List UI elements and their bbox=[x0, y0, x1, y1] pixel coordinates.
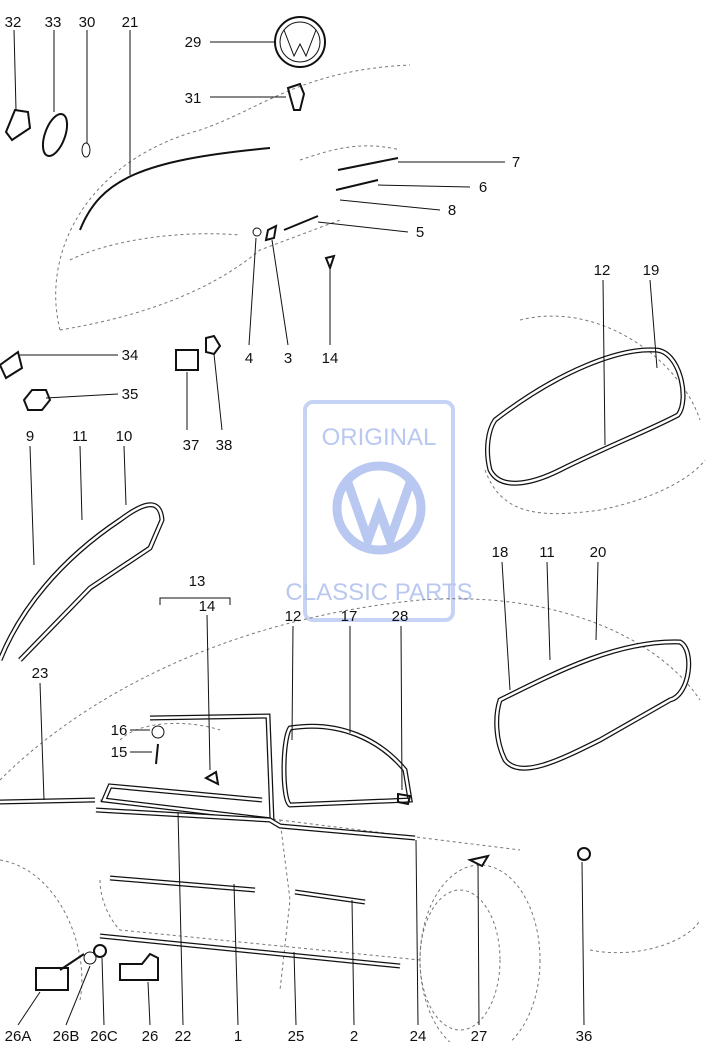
parts bbox=[0, 16, 692, 991]
part-30 bbox=[81, 142, 91, 158]
callout-38: 38 bbox=[216, 437, 233, 454]
callout-26: 26 bbox=[142, 1028, 159, 1042]
callout-26C: 26C bbox=[90, 1028, 118, 1042]
part-37 bbox=[175, 349, 199, 371]
callout-35: 35 bbox=[122, 386, 139, 403]
callout-32: 32 bbox=[5, 14, 22, 31]
callout-31: 31 bbox=[185, 90, 202, 107]
callout-11: 11 bbox=[72, 428, 88, 445]
leader-lines bbox=[13, 29, 658, 1026]
callout-labels: 32 33 30 21 29 31 7 6 8 5 4 3 14 12 19 3… bbox=[5, 14, 660, 1042]
vw-logo-icon bbox=[332, 461, 426, 555]
callout-22: 22 bbox=[175, 1028, 192, 1042]
callout-19: 19 bbox=[643, 262, 660, 279]
part-26A bbox=[35, 967, 69, 991]
callout-21: 21 bbox=[122, 14, 139, 31]
callout-8: 8 bbox=[448, 202, 456, 219]
watermark: ORIGINAL CLASSIC PARTS bbox=[285, 400, 473, 622]
callout-11b: 11 bbox=[539, 544, 555, 561]
callout-6: 6 bbox=[479, 179, 487, 196]
callout-3: 3 bbox=[284, 350, 292, 367]
callout-1: 1 bbox=[234, 1028, 242, 1042]
callout-12b: 12 bbox=[285, 608, 302, 625]
callout-15: 15 bbox=[111, 744, 128, 761]
part-19-seal bbox=[485, 347, 686, 486]
part-35 bbox=[22, 389, 52, 411]
callout-36: 36 bbox=[576, 1028, 593, 1042]
callout-33: 33 bbox=[45, 14, 62, 31]
callout-20: 20 bbox=[590, 544, 607, 561]
part-32 bbox=[4, 108, 32, 142]
callout-30: 30 bbox=[79, 14, 96, 31]
part-38 bbox=[205, 334, 222, 356]
callout-28: 28 bbox=[392, 608, 409, 625]
part-29-vw-emblem bbox=[274, 16, 326, 68]
callout-18: 18 bbox=[492, 544, 509, 561]
callout-26A: 26A bbox=[5, 1028, 32, 1042]
callout-14b: 14 bbox=[199, 598, 216, 615]
part-26 bbox=[119, 952, 159, 981]
callout-13: 13 bbox=[189, 573, 206, 590]
callout-16: 16 bbox=[111, 722, 128, 739]
callout-27: 27 bbox=[471, 1028, 488, 1042]
callout-4: 4 bbox=[245, 350, 253, 367]
watermark-bottom-text: CLASSIC PARTS bbox=[285, 579, 472, 606]
callout-34: 34 bbox=[122, 347, 139, 364]
callout-10: 10 bbox=[116, 428, 133, 445]
callout-7: 7 bbox=[512, 154, 520, 171]
callout-29: 29 bbox=[185, 34, 202, 51]
callout-14: 14 bbox=[322, 350, 339, 367]
part-21 bbox=[79, 147, 271, 231]
callout-5: 5 bbox=[416, 224, 424, 241]
callout-26B: 26B bbox=[53, 1028, 80, 1042]
callout-37: 37 bbox=[183, 437, 200, 454]
callout-9: 9 bbox=[26, 428, 34, 445]
part-33 bbox=[41, 113, 69, 157]
callout-12: 12 bbox=[594, 262, 611, 279]
watermark-top-text: ORIGINAL bbox=[322, 424, 437, 451]
callout-23: 23 bbox=[32, 665, 49, 682]
part-34 bbox=[0, 350, 24, 380]
callout-2: 2 bbox=[350, 1028, 358, 1042]
callout-25: 25 bbox=[288, 1028, 305, 1042]
callout-17: 17 bbox=[341, 608, 358, 625]
callout-24: 24 bbox=[410, 1028, 427, 1042]
part-17-seal bbox=[281, 723, 413, 808]
part-31 bbox=[286, 82, 306, 111]
